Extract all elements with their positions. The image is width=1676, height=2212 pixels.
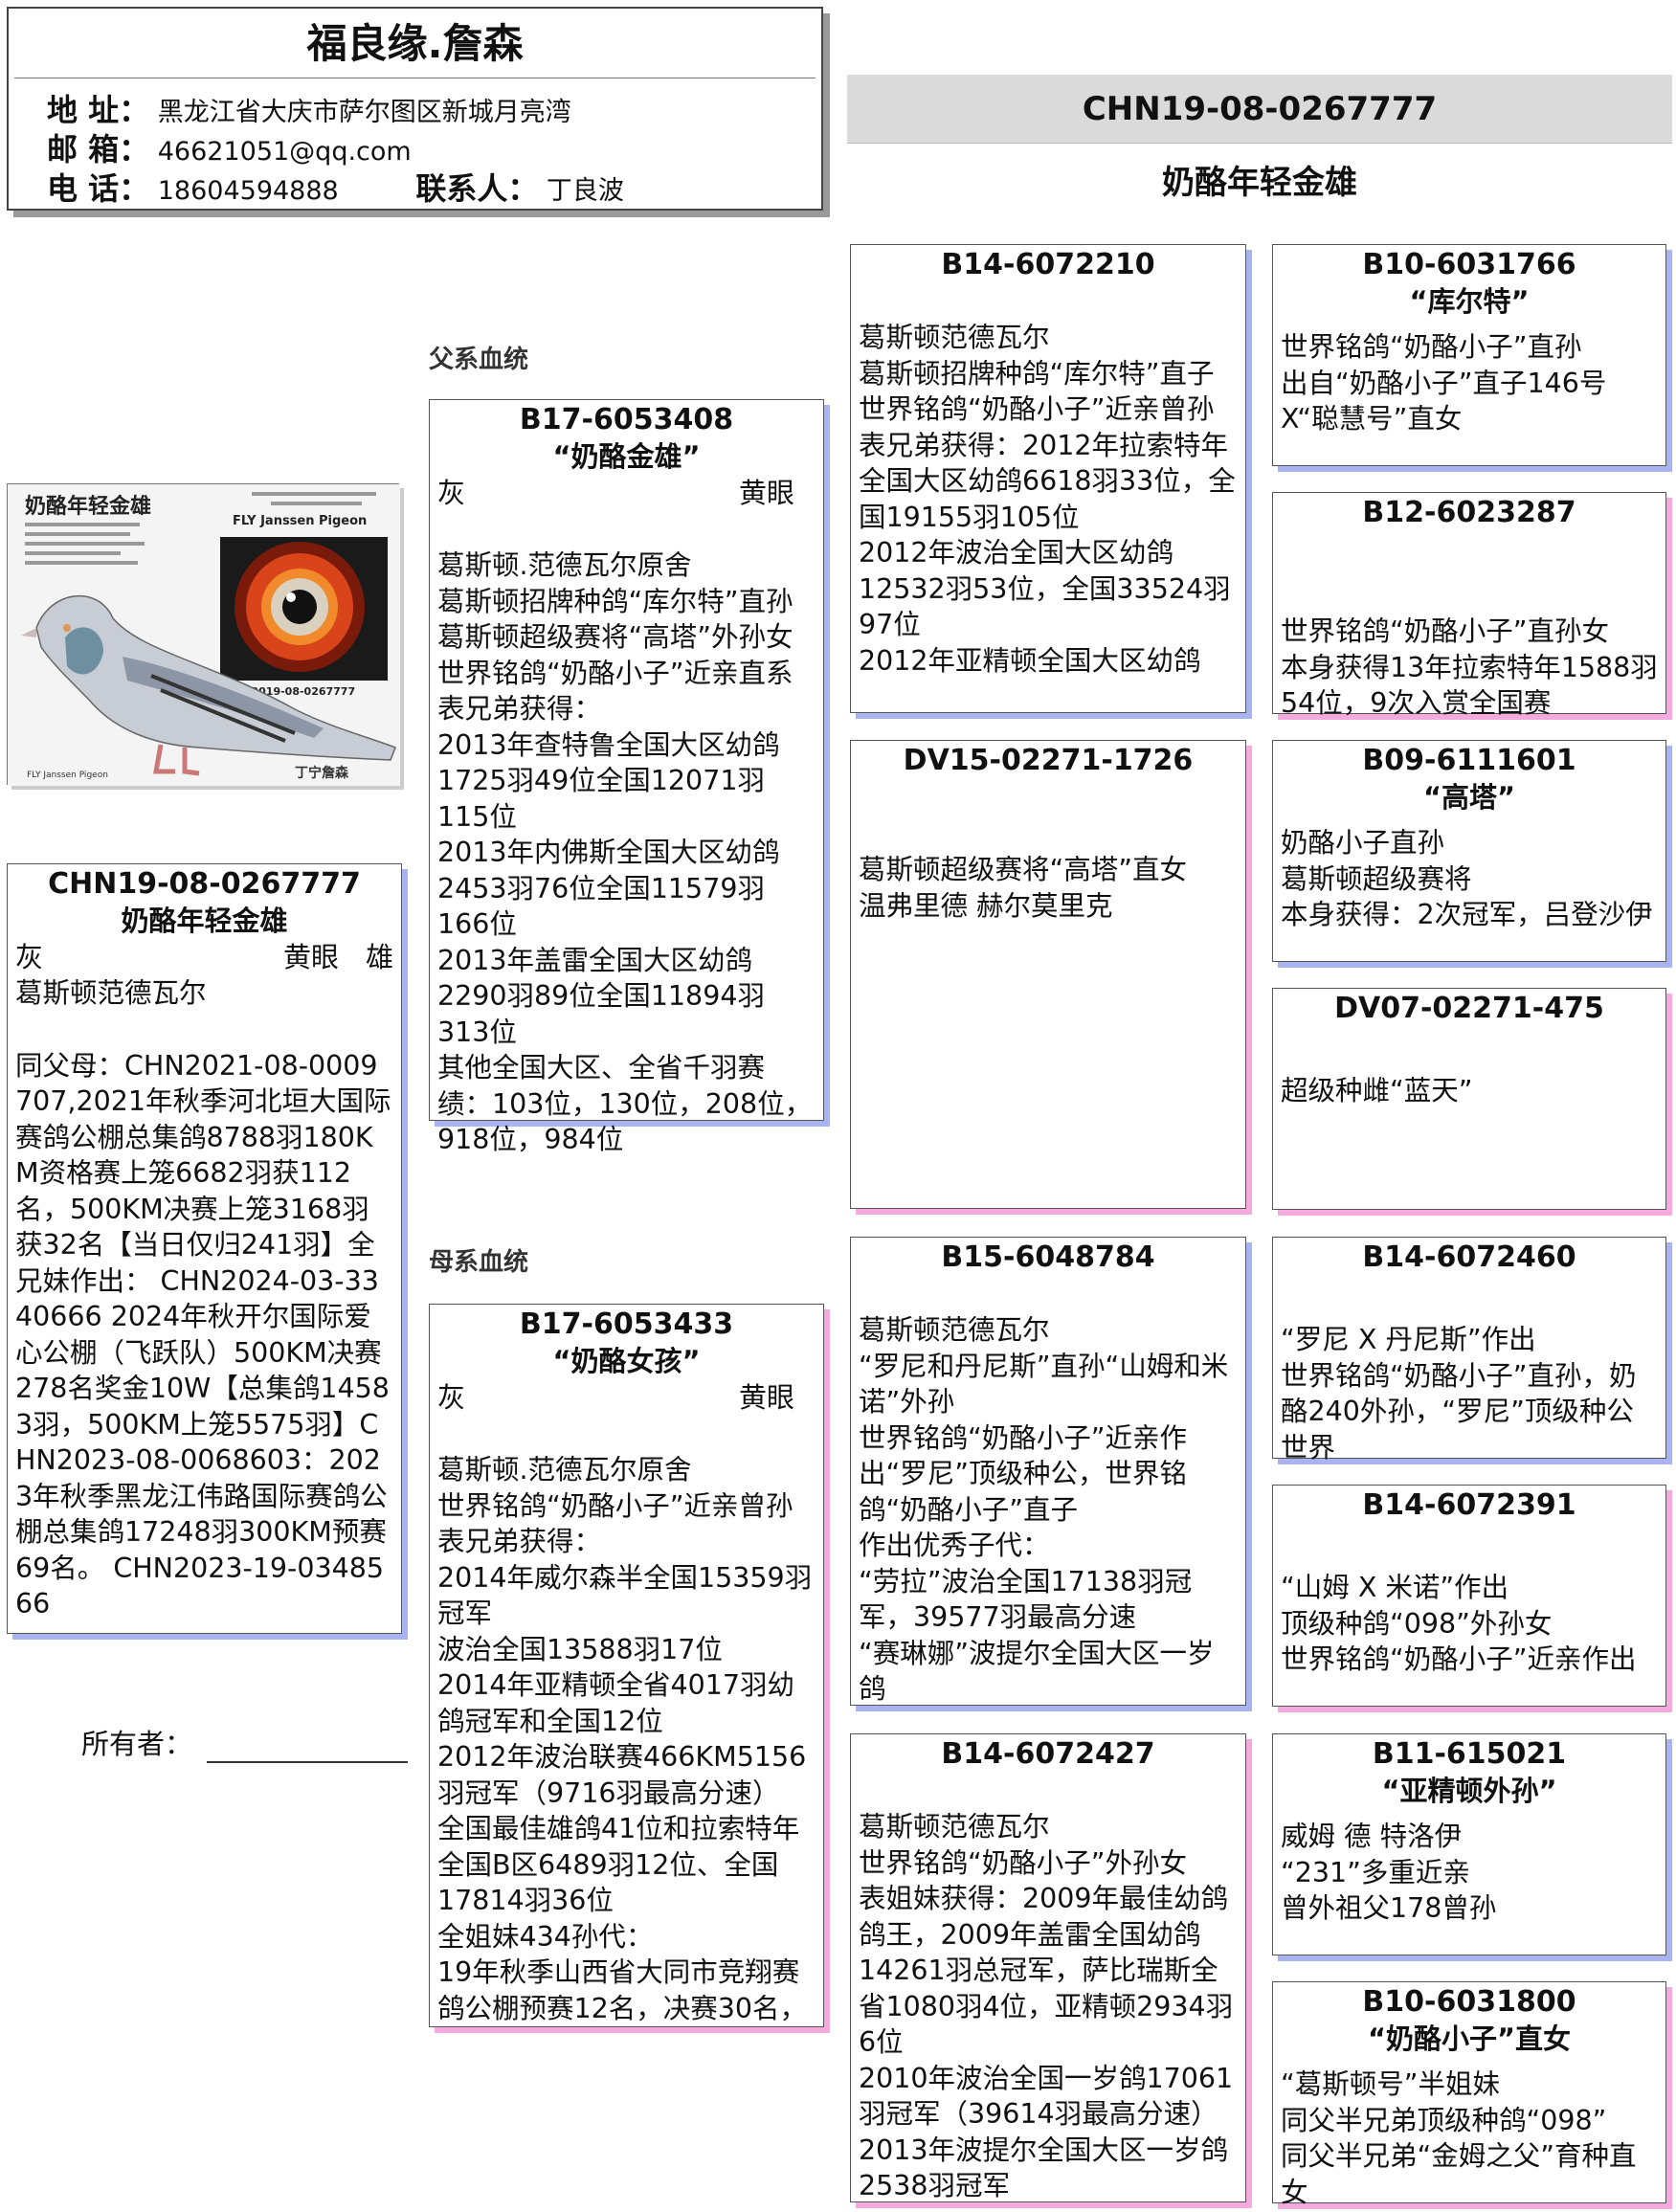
contact-value: 丁良波 xyxy=(546,176,624,206)
address-label: 地 址： xyxy=(47,92,150,128)
dds-text: 威姆 德 特洛伊 “231”多重近亲 曾外祖父178曾孙 xyxy=(1281,1821,1497,1924)
top-ring: CHN19-08-0267777 xyxy=(1082,90,1438,128)
dam-name: “奶酪女孩” xyxy=(552,1345,701,1377)
ss-ring: B14-6072210 xyxy=(941,248,1155,281)
dd-text: 葛斯顿范德瓦尔 世界铭鸽“奶酪小子”外孙女 表姐妹获得：2009年最佳幼鸽鸽王，… xyxy=(859,1811,1234,2201)
ssd-text: 世界铭鸽“奶酪小子”直孙女 本身获得13年拉索特年1588羽54位，9次入赏全国… xyxy=(1281,615,1658,719)
photo-footer-right: 丁宁詹森 xyxy=(295,765,349,781)
photo-svg: 奶酪年轻金雄 FLY Janssen Pigeon CHN2019-08-026… xyxy=(8,484,400,786)
eye-image xyxy=(220,537,388,681)
header-card: 福良缘.詹森 地 址： 黑龙江省大庆市萨尔图区新城月亮湾 邮 箱： 466210… xyxy=(7,7,823,211)
dds-name: “亚精顿外孙” xyxy=(1381,1775,1557,1807)
sd-ring: DV15-02271-1726 xyxy=(903,744,1194,777)
phone-value: 18604594888 xyxy=(157,176,339,206)
dam-text: 葛斯顿.范德瓦尔原舍 世界铭鸽“奶酪小子”近亲曾孙 表兄弟获得： 2014年威尔… xyxy=(437,1454,813,2024)
email-label: 邮 箱： xyxy=(47,131,150,168)
dss-card: B14-6072460 “罗尼 X 丹尼斯”作出 世界铭鸽“奶酪小子”直孙，奶酪… xyxy=(1272,1237,1666,1463)
sss-text: 世界铭鸽“奶酪小子”直孙 出自“奶酪小子”直子146号X“聪慧号”直女 xyxy=(1281,331,1607,435)
sds-text: 奶酪小子直孙 葛斯顿超级赛将 本身获得：2次冠军，吕登沙伊 xyxy=(1281,827,1653,930)
contact-label: 联系人： xyxy=(415,170,539,207)
sds-name: “高塔” xyxy=(1422,781,1516,814)
ssd-name xyxy=(1273,531,1665,568)
sss-ring: B10-6031766 xyxy=(1362,248,1576,281)
sdd-text: 超级种雌“蓝天” xyxy=(1281,1075,1473,1106)
subject-name: 奶酪年轻金雄 xyxy=(121,905,288,937)
dam-color: 灰 xyxy=(437,1381,466,1414)
sd-card: DV15-02271-1726 葛斯顿超级赛将“高塔”直女 温弗里德 赫尔莫里克 xyxy=(850,740,1246,1209)
owner-row: 所有者： xyxy=(81,1725,409,1763)
sire-color: 灰 xyxy=(437,477,466,509)
top-ring-banner: CHN19-08-0267777 xyxy=(847,75,1672,144)
sdd-ring: DV07-02271-475 xyxy=(1334,992,1604,1025)
ss-card: B14-6072210 葛斯顿范德瓦尔 葛斯顿招牌种鸽“库尔特”直子 世界铭鸽“… xyxy=(850,244,1246,713)
subject-color: 灰 xyxy=(15,941,44,973)
sdd-card: DV07-02271-475 超级种雌“蓝天” xyxy=(1272,988,1666,1210)
ssd-card: B12-6023287 世界铭鸽“奶酪小子”直孙女 本身获得13年拉索特年158… xyxy=(1272,492,1666,719)
ddd-text: “葛斯顿号”半姐妹 同父半兄弟顶级种鸽“098” 同父半兄弟“金姆之父”育种直女 xyxy=(1281,2068,1637,2208)
sss-name: “库尔特” xyxy=(1409,285,1530,318)
dds-card: B11-615021 “亚精顿外孙” 威姆 德 特洛伊 “231”多重近亲 曾外… xyxy=(1272,1733,1666,1955)
breeder-title: 福良缘.詹森 xyxy=(306,20,524,67)
photo-title: 奶酪年轻金雄 xyxy=(25,494,151,519)
phone-label: 电 话： xyxy=(47,170,150,207)
owner-label: 所有者： xyxy=(81,1728,193,1760)
text-lines-decoration xyxy=(25,492,376,565)
ds-card: B15-6048784 葛斯顿范德瓦尔 “罗尼和丹尼斯”直孙“山姆和米诺”外孙 … xyxy=(850,1237,1246,1706)
dss-text: “罗尼 X 丹尼斯”作出 世界铭鸽“奶酪小子”直孙，奶酪240外孙，“罗尼”顶级… xyxy=(1281,1324,1637,1463)
sire-name: “奶酪金雄” xyxy=(552,440,701,473)
email-value: 46621051@qq.com xyxy=(157,137,412,167)
phone-row: 电 话： 18604594888 联系人： 丁良波 xyxy=(47,170,821,210)
sire-attr-row: 灰 黄眼 xyxy=(430,475,823,511)
email-row: 邮 箱： 46621051@qq.com xyxy=(47,131,821,170)
dam-line-label: 母系血统 xyxy=(429,1248,529,1277)
dam-ring: B17-6053433 xyxy=(519,1307,734,1341)
subject-attr-row: 灰 黄眼 雄 xyxy=(8,939,401,975)
sdd-name xyxy=(1273,1027,1665,1063)
sds-ring: B09-6111601 xyxy=(1362,744,1576,777)
sire-ring: B17-6053408 xyxy=(519,403,734,436)
dam-attr-row: 灰 黄眼 xyxy=(430,1379,823,1416)
dd-card: B14-6072427 葛斯顿范德瓦尔 世界铭鸽“奶酪小子”外孙女 表姐妹获得：… xyxy=(850,1733,1246,2202)
sire-eye: 黄眼 xyxy=(738,477,794,509)
ddd-card: B10-6031800 “奶酪小子”直女 “葛斯顿号”半姐妹 同父半兄弟顶级种鸽… xyxy=(1272,1981,1666,2208)
subject-eye: 黄眼 xyxy=(282,941,339,973)
dam-card: B17-6053433 “奶酪女孩” 灰 黄眼 葛斯顿.范德瓦尔原舍 世界铭鸽“… xyxy=(429,1304,824,2027)
dss-name xyxy=(1273,1276,1665,1312)
dd-ring: B14-6072427 xyxy=(941,1737,1155,1771)
sire-line-label: 父系血统 xyxy=(429,346,529,374)
ds-ring: B15-6048784 xyxy=(941,1240,1155,1274)
dss-ring: B14-6072460 xyxy=(1362,1240,1576,1274)
sds-card: B09-6111601 “高塔” 奶酪小子直孙 葛斯顿超级赛将 本身获得：2次冠… xyxy=(1272,740,1666,962)
subject-line: 葛斯顿范德瓦尔 xyxy=(15,977,207,1009)
subject-ring: CHN19-08-0267777 xyxy=(48,867,361,901)
address-row: 地 址： 黑龙江省大庆市萨尔图区新城月亮湾 xyxy=(47,92,821,131)
subject-card: CHN19-08-0267777 奶酪年轻金雄 灰 黄眼 雄 葛斯顿范德瓦尔 同… xyxy=(7,863,402,1634)
owner-line xyxy=(207,1761,409,1763)
pigeon-drawing xyxy=(21,594,396,776)
ds-text: 葛斯顿范德瓦尔 “罗尼和丹尼斯”直孙“山姆和米诺”外孙 世界铭鸽“奶酪小子”近亲… xyxy=(859,1314,1229,1705)
dds-ring: B11-615021 xyxy=(1372,1737,1567,1771)
dsd-card: B14-6072391 “山姆 X 米诺”作出 顶级种鸽“098”外孙女 世界铭… xyxy=(1272,1485,1666,1707)
ddd-name: “奶酪小子”直女 xyxy=(1367,2022,1572,2055)
dsd-ring: B14-6072391 xyxy=(1362,1488,1576,1522)
sire-text: 葛斯顿.范德瓦尔原舍 葛斯顿招牌种鸽“库尔特”直孙 葛斯顿超级赛将“高塔”外孙女… xyxy=(437,549,813,1155)
ss-text: 葛斯顿范德瓦尔 葛斯顿招牌种鸽“库尔特”直子 世界铭鸽“奶酪小子”近亲曾孙 表兄… xyxy=(859,322,1236,677)
dsd-name xyxy=(1273,1524,1665,1560)
pigeon-photo: 奶酪年轻金雄 FLY Janssen Pigeon CHN2019-08-026… xyxy=(7,483,400,786)
dam-eye: 黄眼 xyxy=(738,1381,794,1414)
sire-card: B17-6053408 “奶酪金雄” 灰 黄眼 葛斯顿.范德瓦尔原舍 葛斯顿招牌… xyxy=(429,399,824,1155)
sss-card: B10-6031766 “库尔特” 世界铭鸽“奶酪小子”直孙 出自“奶酪小子”直… xyxy=(1272,244,1666,466)
ssd-ring: B12-6023287 xyxy=(1362,496,1576,529)
dsd-text: “山姆 X 米诺”作出 顶级种鸽“098”外孙女 世界铭鸽“奶酪小子”近亲作出 xyxy=(1281,1572,1637,1675)
subject-sex: 雄 xyxy=(365,941,393,973)
subject-text: 同父母：CHN2021-08-0009707,2021年秋季河北垣大国际赛鸽公棚… xyxy=(15,1049,391,1620)
sd-text: 葛斯顿超级赛将“高塔”直女 温弗里德 赫尔莫里克 xyxy=(859,854,1188,922)
photo-brand: FLY Janssen Pigeon xyxy=(233,514,367,528)
photo-footer-left: FLY Janssen Pigeon xyxy=(27,771,108,780)
address-value: 黑龙江省大庆市萨尔图区新城月亮湾 xyxy=(157,98,571,127)
top-bird-name: 奶酪年轻金雄 xyxy=(1162,164,1357,202)
ddd-ring: B10-6031800 xyxy=(1362,1985,1576,2019)
